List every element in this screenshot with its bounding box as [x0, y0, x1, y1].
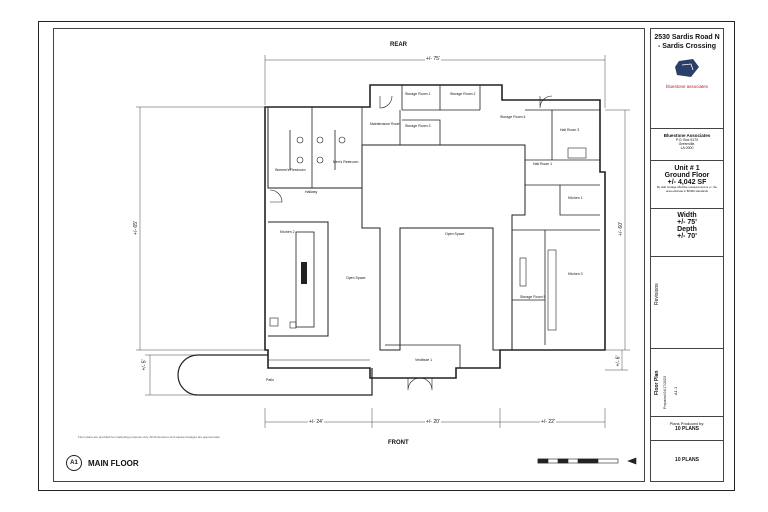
unit-cell: Unit # 1 Ground Floor +/- 4,042 SF By sl… [651, 161, 723, 209]
company-addr3: LA 0000 [680, 146, 694, 150]
width-label: Width [677, 212, 697, 219]
unit-number: Unit # 1 [674, 165, 700, 172]
dimension-bottom-1: +/- 24' [308, 419, 324, 425]
room-storage-2: Storage Room 2 [450, 92, 476, 96]
sheet-name: MAIN FLOOR [88, 458, 139, 468]
revisions-label: Revisions [654, 283, 660, 305]
patio-rail [268, 359, 373, 395]
bluestone-logo [675, 59, 699, 77]
room-open-space: Open Space [445, 232, 465, 236]
room-womens-restroom: Women's Restroom [275, 168, 306, 172]
room-storage-4: Storage Room 4 [500, 115, 526, 119]
prepared-date: Prepared 04/17/2023 [663, 376, 667, 409]
producer-cell: Plans Produced by: 10 PLANS [651, 417, 723, 441]
title-block: 2530 Sardis Road N - Sardis Crossing blu… [650, 28, 724, 482]
producer-name: 10 PLANS [675, 426, 699, 432]
rear-label: REAR [390, 42, 408, 48]
room-open-space-2: Open Space [346, 276, 366, 280]
dimension-right: +/- 60' [617, 221, 624, 237]
brand-name: bluestone associates [665, 84, 709, 89]
producer-brand-cell: 10 PLANS [651, 441, 723, 481]
dimension-bottom-3: +/- 22' [540, 419, 556, 425]
restroom-wall [267, 107, 362, 189]
dimension-right-small: +/- 6' [615, 354, 622, 368]
right-rooms [525, 109, 600, 216]
company-addr2: Greenville, [678, 142, 696, 146]
dimension-top: +/- 75' [425, 56, 441, 62]
right-kitchen [512, 229, 600, 345]
floor-name: Ground Floor [664, 172, 710, 179]
plan-frame [53, 28, 645, 482]
room-hall-1: Hall Room 1 [533, 162, 553, 166]
room-kitchen-1: Kitchen 1 [568, 196, 583, 200]
project-address: 2530 Sardis Road N - Sardis Crossing [654, 34, 720, 50]
storage-left-walls [361, 107, 441, 145]
room-hallway: Hallway [305, 190, 318, 194]
dimension-left-small: +/- 5' [141, 358, 148, 372]
revisions-cell: Revisions [651, 257, 723, 349]
room-patio: Patio [266, 378, 274, 382]
sf-note: By slab footage effective measurement is… [657, 185, 717, 193]
vestibule-walls [385, 344, 461, 368]
depth-label: Depth [677, 226, 697, 233]
square-footage: +/- 4,042 SF [667, 179, 707, 186]
sheet-bubble: A1 [66, 455, 82, 471]
room-vestibule: Vestibule 1 [415, 358, 433, 362]
dimensions-cell: Width +/- 75' Depth +/- 70' [651, 209, 723, 257]
restroom-divider [289, 107, 336, 188]
core-wall [361, 144, 526, 351]
kitchen-wall [268, 221, 329, 337]
sheet-code: A1.1 [673, 386, 678, 395]
dimension-bottom-2: +/- 20' [425, 419, 441, 425]
storage-top-walls [401, 85, 481, 111]
room-storage-1: Storage Room 1 [405, 92, 431, 96]
produced-by-label: Plans Produced by: [669, 421, 705, 426]
room-mens-restroom: Men's Restroom [333, 160, 359, 164]
room-hall-3: Hall Room 3 [560, 128, 580, 132]
title-address-cell: 2530 Sardis Road N - Sardis Crossing blu… [651, 29, 723, 129]
dimension-left: +/- 65' [132, 220, 139, 236]
plan-notes: Floor plans are provided for marketing p… [78, 435, 221, 439]
width-value: +/- 75' [677, 219, 697, 226]
room-kitchen-2: Kitchen 2 [280, 230, 295, 234]
company-addr1: P.O. Box 5170 [675, 138, 699, 142]
room-storage-3: Storage Room 3 [405, 124, 431, 128]
room-maintenance: Maintenance Room [370, 122, 401, 126]
company-name: Bluestone Associates [663, 133, 711, 138]
sheet-info-cell: Floor Plan Prepared 04/17/2023 A1.1 [651, 349, 723, 417]
drawing-sheet [38, 21, 735, 491]
outer-wall [264, 84, 606, 379]
sheet-title: A1 MAIN FLOOR [66, 455, 139, 471]
producer-brand: 10 PLANS [675, 457, 699, 463]
floor-plan-label: Floor Plan [654, 370, 660, 395]
company-cell: Bluestone Associates P.O. Box 5170 Green… [651, 129, 723, 161]
room-kitchen-3: Kitchen 3 [568, 272, 583, 276]
room-storage-5: Storage Room 5 [520, 295, 546, 299]
front-label: FRONT [388, 440, 409, 446]
patio-outline [177, 354, 373, 396]
depth-value: +/- 70' [677, 233, 697, 240]
